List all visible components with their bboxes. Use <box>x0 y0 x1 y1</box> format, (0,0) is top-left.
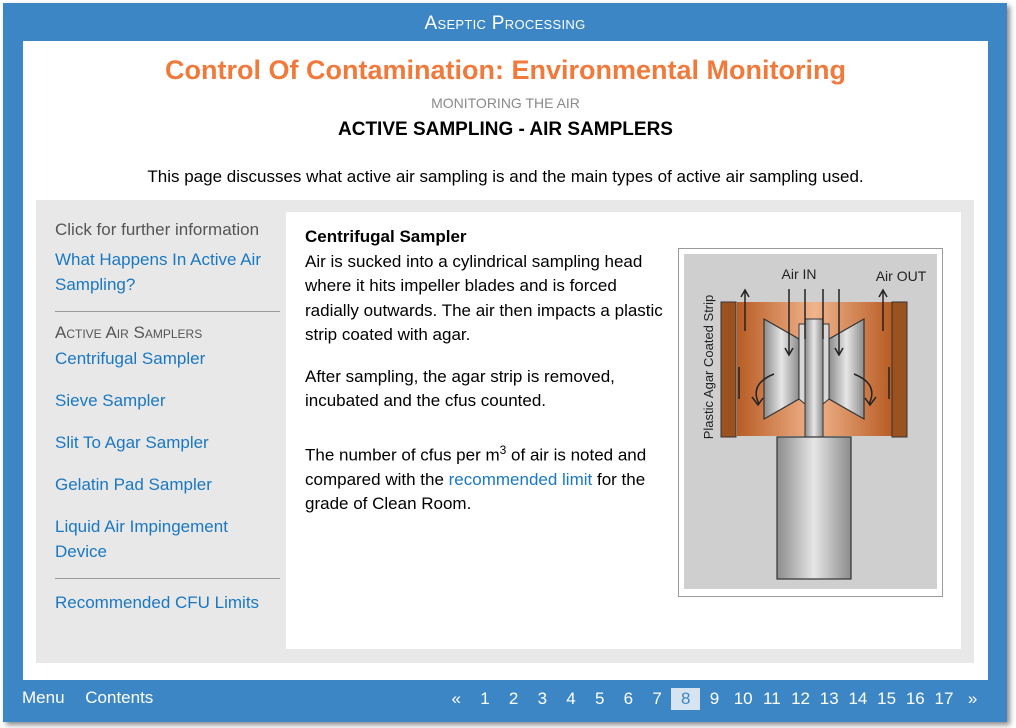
page-16-button[interactable]: 16 <box>905 689 925 708</box>
contents-button[interactable]: Contents <box>85 688 154 707</box>
sidebar-item-slit-to-agar[interactable]: Slit To Agar Sampler <box>55 433 209 452</box>
prev-page-button[interactable]: « <box>451 689 462 708</box>
article-heading: Centrifugal Sampler <box>305 227 467 246</box>
page-17-button[interactable]: 17 <box>934 689 954 708</box>
centrifugal-sampler-diagram: Air IN Air OUT Plastic Agar Coated Strip <box>678 248 943 597</box>
page-3-button[interactable]: 3 <box>537 689 548 708</box>
menu-button[interactable]: Menu <box>22 688 65 707</box>
article-para-1: Air is sucked into a cylindrical samplin… <box>305 251 663 345</box>
page-9-button[interactable]: 9 <box>709 689 720 708</box>
page-14-button[interactable]: 14 <box>848 689 868 708</box>
info-panel: Click for further information What Happe… <box>36 200 974 663</box>
page-7-button[interactable]: 7 <box>652 689 662 708</box>
sidebar-divider <box>55 311 280 312</box>
sidebar-items: Centrifugal Sampler Sieve Sampler Slit T… <box>55 346 280 564</box>
page-2-button[interactable]: 2 <box>508 689 519 708</box>
sidebar-item-centrifugal[interactable]: Centrifugal Sampler <box>55 349 206 368</box>
next-page-button[interactable]: » <box>967 689 978 708</box>
section-label: MONITORING THE AIR <box>431 95 580 111</box>
sidebar-link-what-happens[interactable]: What Happens In Active Air Sampling? <box>55 250 261 294</box>
sidebar-item-liquid-impingement[interactable]: Liquid Air Impingement Device <box>55 517 228 561</box>
page-13-button[interactable]: 13 <box>819 689 839 708</box>
page-11-button[interactable]: 11 <box>763 689 781 708</box>
content-area: Control Of Contamination: Environmental … <box>23 41 988 680</box>
page-subtitle: ACTIVE SAMPLING - AIR SAMPLERS <box>338 119 673 140</box>
sidebar-heading: Click for further information <box>55 220 260 239</box>
page-title: Control Of Contamination: Environmental … <box>165 55 846 85</box>
sidebar-link-cfu-limits[interactable]: Recommended CFU Limits <box>55 593 260 612</box>
article-para-3: The number of cfus per m3 of air is note… <box>305 442 647 514</box>
app-title: Aseptic Processing <box>424 13 586 34</box>
app-frame: Aseptic Processing Control Of Contaminat… <box>3 3 1007 722</box>
page-6-button[interactable]: 6 <box>623 689 634 708</box>
recommended-limit-link[interactable]: recommended limit <box>448 469 593 489</box>
article-text: Centrifugal Sampler Air is sucked into a… <box>305 225 665 534</box>
sidebar-item-gelatin-pad[interactable]: Gelatin Pad Sampler <box>55 475 212 494</box>
intro-text: This page discusses what active air samp… <box>147 167 864 186</box>
sidebar-divider <box>55 578 280 579</box>
sidebar-item-sieve[interactable]: Sieve Sampler <box>55 391 166 410</box>
footer-left: Menu Contents <box>22 688 169 708</box>
article-para-2: After sampling, the agar strip is remove… <box>305 366 615 411</box>
air-out-label: Air OUT <box>876 268 927 284</box>
page-1-button[interactable]: 1 <box>480 689 490 708</box>
page-10-button[interactable]: 10 <box>733 689 753 708</box>
strip-label: Plastic Agar Coated Strip <box>701 295 716 440</box>
sidebar-category: Active Air Samplers <box>55 323 203 342</box>
page-8-button[interactable]: 8 <box>671 688 701 710</box>
page-15-button[interactable]: 15 <box>877 689 897 708</box>
page-5-button[interactable]: 5 <box>594 689 605 708</box>
page-4-button[interactable]: 4 <box>566 689 576 708</box>
article: Centrifugal Sampler Air is sucked into a… <box>286 212 961 649</box>
page-12-button[interactable]: 12 <box>791 689 810 708</box>
sidebar: Click for further information What Happe… <box>55 220 280 615</box>
air-in-label: Air IN <box>782 266 817 282</box>
